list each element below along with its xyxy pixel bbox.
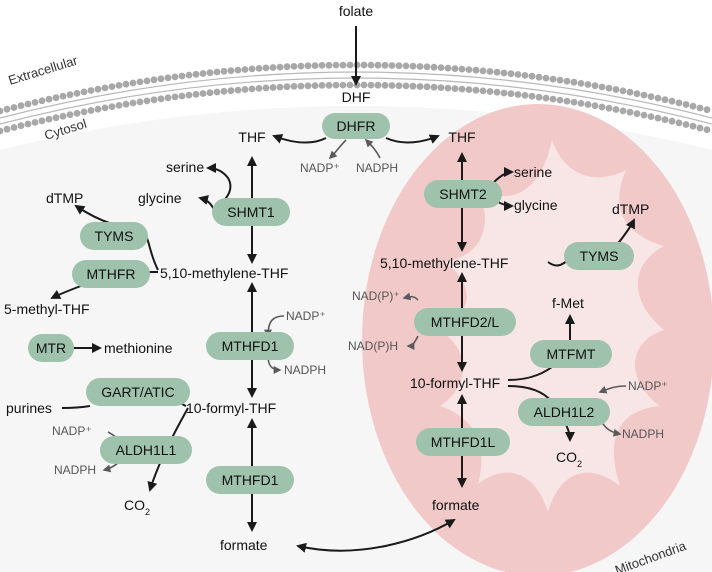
svg-text:MTHFD1L: MTHFD1L [431, 434, 496, 450]
serine-cytosol-label: serine [166, 159, 204, 175]
cofactor-labels: NADP⁺ NADPH NADP⁺ NADPH NADP⁺ NADPH NAD(… [52, 161, 668, 477]
svg-text:MTR: MTR [36, 340, 66, 356]
enzyme-aldh1l2: ALDH1L2 [518, 398, 610, 426]
aldh1l2-nadp-label: NADP⁺ [628, 379, 668, 393]
enzyme-nodes: DHFR SHMT1 TYMS MTHFR MTR MTHFD1 GART/AT… [28, 113, 634, 494]
enzyme-mthfd1-upper: MTHFD1 [206, 332, 294, 360]
enzyme-mthfd2l: MTHFD2/L [414, 308, 516, 336]
enzyme-tyms-cytosol: TYMS [80, 222, 148, 250]
svg-text:TYMS: TYMS [95, 228, 134, 244]
mthfd2-nadp-label: NAD(P)⁺ [352, 289, 400, 303]
svg-text:ALDH1L2: ALDH1L2 [534, 404, 595, 420]
svg-text:MTHFR: MTHFR [87, 266, 136, 282]
aldh1l2-nadph-label: NADPH [622, 427, 664, 441]
enzyme-dhfr: DHFR [322, 113, 390, 139]
svg-text:TYMS: TYMS [580, 248, 619, 264]
enzyme-mthfr: MTHFR [72, 260, 150, 288]
methylene-thf-mitochondria-label: 5,10-methylene-THF [380, 255, 508, 271]
mthfd1-nadph-label: NADPH [284, 363, 326, 377]
folate-label: folate [339, 3, 373, 19]
formate-cytosol-label: formate [220, 537, 268, 553]
enzyme-aldh1l1: ALDH1L1 [100, 436, 192, 464]
dhf-label: DHF [342, 89, 371, 105]
formyl-thf-mitochondria-label: 10-formyl-THF [410, 375, 500, 391]
purines-label: purines [6, 400, 52, 416]
glycine-mitochondria-label: glycine [514, 197, 558, 213]
serine-mitochondria-label: serine [514, 164, 552, 180]
formate-mitochondria-label: formate [432, 497, 480, 513]
mthfd1-nadp-label: NADP⁺ [286, 309, 326, 323]
methionine-label: methionine [104, 340, 173, 356]
methyl-thf-label: 5-methyl-THF [4, 301, 90, 317]
glycine-cytosol-label: glycine [138, 190, 182, 206]
svg-text:GART/ATIC: GART/ATIC [101, 384, 174, 400]
svg-text:SHMT2: SHMT2 [439, 186, 487, 202]
svg-text:MTHFD1: MTHFD1 [222, 472, 279, 488]
svg-text:SHMT1: SHMT1 [227, 204, 275, 220]
thf-cytosol-label: THF [238, 129, 265, 145]
svg-text:MTHFD1: MTHFD1 [222, 338, 279, 354]
svg-text:ALDH1L1: ALDH1L1 [116, 442, 177, 458]
fmet-label: f-Met [552, 295, 584, 311]
enzyme-tyms-mitochondria: TYMS [564, 242, 634, 270]
dhfr-nadp-label: NADP⁺ [300, 161, 340, 175]
enzyme-mtfmt: MTFMT [530, 340, 612, 368]
aldh1l1-nadph-label: NADPH [54, 463, 96, 477]
dtmp-cytosol-label: dTMP [46, 190, 83, 206]
co2-mitochondria-label: CO2 [556, 449, 582, 469]
enzyme-mtr: MTR [28, 334, 74, 362]
enzyme-mthfd1-lower: MTHFD1 [206, 466, 294, 494]
svg-text:DHFR: DHFR [337, 118, 376, 134]
co2-cytosol-label: CO2 [124, 497, 150, 517]
enzyme-shmt2: SHMT2 [424, 180, 502, 208]
formyl-thf-cytosol-label: 10-formyl-THF [186, 400, 276, 416]
dtmp-mitochondria-label: dTMP [612, 201, 649, 217]
enzyme-mthfd1l: MTHFD1L [416, 428, 510, 456]
svg-text:MTHFD2/L: MTHFD2/L [431, 314, 500, 330]
metabolite-labels: folate DHF THF THF serine glycine serine… [4, 3, 649, 553]
dhfr-nadph-label: NADPH [356, 161, 398, 175]
extracellular-label: Extracellular [6, 52, 79, 87]
thf-mitochondria-label: THF [448, 129, 475, 145]
svg-text:MTFMT: MTFMT [547, 346, 596, 362]
enzyme-gart-atic: GART/ATIC [86, 378, 190, 406]
methylene-thf-cytosol-label: 5,10-methylene-THF [160, 265, 288, 281]
enzyme-shmt1: SHMT1 [212, 198, 290, 226]
mthfd2-nadph-label: NAD(P)H [348, 339, 398, 353]
aldh1l1-nadp-label: NADP⁺ [52, 424, 92, 438]
